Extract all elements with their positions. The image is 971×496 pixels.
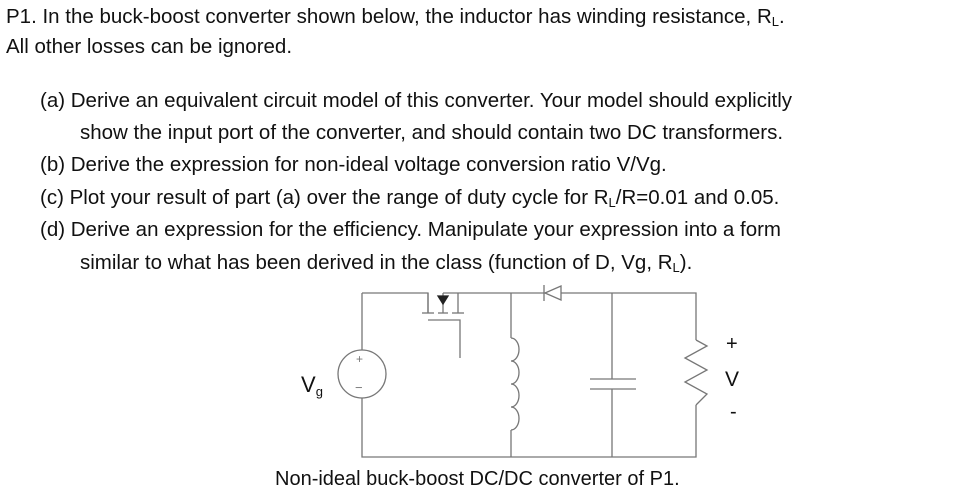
diode-icon (543, 285, 562, 301)
output-plus-sign: + (726, 333, 738, 355)
part-d-close: ). (679, 251, 693, 274)
part-b: (b) Derive the expression for non-ideal … (40, 153, 667, 176)
part-c-ratio: /R=0.01 and 0.05. (615, 186, 780, 209)
source-plus-sign: + (356, 352, 363, 366)
mosfet-switch-icon (422, 293, 464, 358)
part-c: (c) Plot your result of part (a) over th… (40, 184, 779, 217)
part-a-line-1: (a) Derive an equivalent circuit model o… (40, 89, 793, 112)
part-d-text: similar to what has been derived in the … (80, 251, 673, 274)
subscript-l: L (608, 195, 616, 210)
intro-line-2: All other losses can be ignored. (6, 35, 293, 58)
voltage-source-icon (337, 349, 387, 399)
intro-line-1: P1. In the buck-boost converter shown be… (6, 3, 785, 36)
inductor-icon (510, 337, 520, 431)
subscript-l: L (672, 260, 680, 275)
subscript-l: L (771, 14, 779, 29)
source-label: Vg (301, 372, 323, 399)
part-d-line-2: similar to what has been derived in the … (80, 249, 692, 282)
wires (361, 292, 697, 458)
source-minus-sign: − (355, 380, 363, 395)
figure-caption: Non-ideal buck-boost DC/DC converter of … (275, 468, 680, 490)
intro-period: . (779, 5, 785, 28)
part-c-text: (c) Plot your result of part (a) over th… (40, 186, 609, 209)
resistor-icon (683, 339, 709, 406)
part-a-line-2: show the input port of the converter, an… (80, 121, 784, 144)
part-d-line-1: (d) Derive an expression for the efficie… (40, 218, 782, 241)
output-minus-sign: - (730, 401, 737, 423)
intro-text: P1. In the buck-boost converter shown be… (6, 5, 772, 28)
capacitor-icon (590, 378, 636, 390)
output-voltage-label: V (725, 368, 739, 391)
